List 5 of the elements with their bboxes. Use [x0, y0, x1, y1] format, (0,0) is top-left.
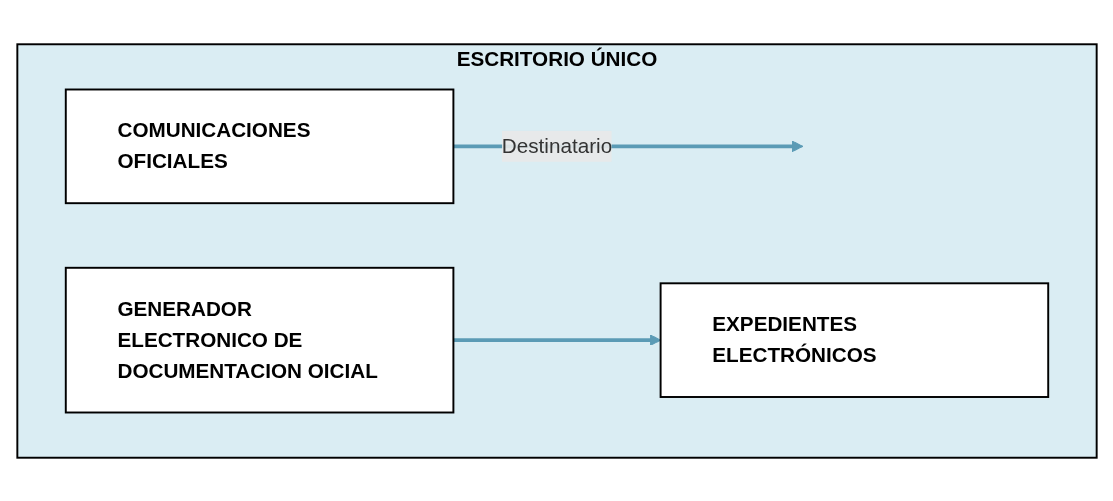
edge-label: Destinatario	[501, 134, 612, 157]
arrow	[452, 333, 661, 346]
node-box: GENERADOR ELECTRONICO DE DOCUMENTACION OICIAL	[64, 266, 454, 413]
node-box: EXPEDIENTES ELECTRÓNICOS	[659, 281, 1049, 398]
node-box: COMUNICACIONES OFICIALES	[64, 88, 454, 204]
